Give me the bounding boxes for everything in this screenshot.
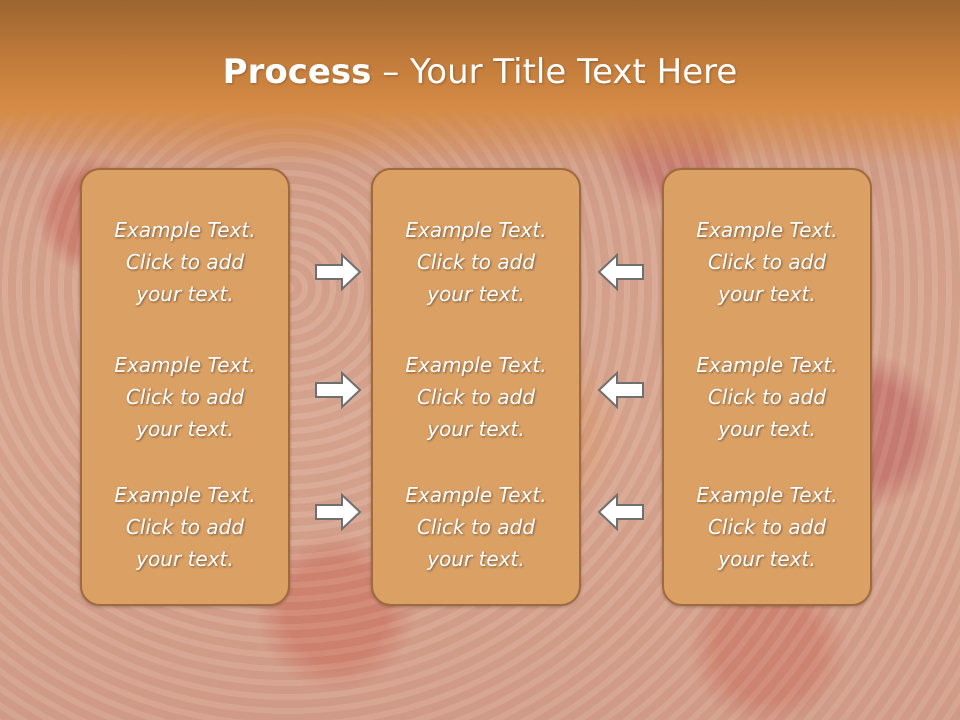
title-rest: Your Title Text Here — [410, 52, 738, 92]
text-line: Example Text. — [696, 218, 838, 242]
text-placeholder[interactable]: Example Text. Click to add your text. — [82, 214, 288, 310]
text-line: your text. — [136, 417, 234, 441]
text-line: your text. — [427, 282, 525, 306]
text-line: Click to add — [125, 385, 245, 409]
text-line: your text. — [427, 547, 525, 571]
text-placeholder[interactable]: Example Text. Click to add your text. — [373, 479, 579, 575]
text-placeholder[interactable]: Example Text. Click to add your text. — [373, 214, 579, 310]
text-line: Click to add — [416, 385, 536, 409]
arrow-right-icon[interactable] — [314, 252, 362, 292]
title-bold: Process — [222, 52, 372, 92]
text-line: Example Text. — [405, 353, 547, 377]
text-placeholder[interactable]: Example Text. Click to add your text. — [373, 349, 579, 445]
text-line: Click to add — [416, 515, 536, 539]
text-line: your text. — [718, 282, 816, 306]
text-placeholder[interactable]: Example Text. Click to add your text. — [82, 479, 288, 575]
text-line: your text. — [136, 547, 234, 571]
text-line: Click to add — [707, 515, 827, 539]
text-line: your text. — [427, 417, 525, 441]
slide-title[interactable]: Process – Your Title Text Here — [0, 52, 960, 92]
text-placeholder[interactable]: Example Text. Click to add your text. — [664, 349, 870, 445]
text-line: Example Text. — [114, 218, 256, 242]
process-box-center[interactable]: Example Text. Click to add your text. Ex… — [371, 168, 581, 606]
text-line: Example Text. — [405, 218, 547, 242]
text-placeholder[interactable]: Example Text. Click to add your text. — [664, 479, 870, 575]
process-box-right[interactable]: Example Text. Click to add your text. Ex… — [662, 168, 872, 606]
text-line: your text. — [136, 282, 234, 306]
text-line: Example Text. — [696, 353, 838, 377]
text-line: Example Text. — [696, 483, 838, 507]
text-placeholder[interactable]: Example Text. Click to add your text. — [664, 214, 870, 310]
title-banner — [0, 0, 960, 165]
text-line: Click to add — [707, 250, 827, 274]
text-line: Example Text. — [114, 353, 256, 377]
text-line: your text. — [718, 417, 816, 441]
text-placeholder[interactable]: Example Text. Click to add your text. — [82, 349, 288, 445]
text-line: Click to add — [125, 250, 245, 274]
title-separator: – — [371, 52, 411, 92]
text-line: Click to add — [125, 515, 245, 539]
text-line: Click to add — [707, 385, 827, 409]
text-line: your text. — [718, 547, 816, 571]
arrow-right-icon[interactable] — [314, 492, 362, 532]
process-box-left[interactable]: Example Text. Click to add your text. Ex… — [80, 168, 290, 606]
text-line: Example Text. — [405, 483, 547, 507]
arrow-left-icon[interactable] — [597, 492, 645, 532]
text-line: Example Text. — [114, 483, 256, 507]
arrow-left-icon[interactable] — [597, 252, 645, 292]
arrow-right-icon[interactable] — [314, 370, 362, 410]
text-line: Click to add — [416, 250, 536, 274]
arrow-left-icon[interactable] — [597, 370, 645, 410]
